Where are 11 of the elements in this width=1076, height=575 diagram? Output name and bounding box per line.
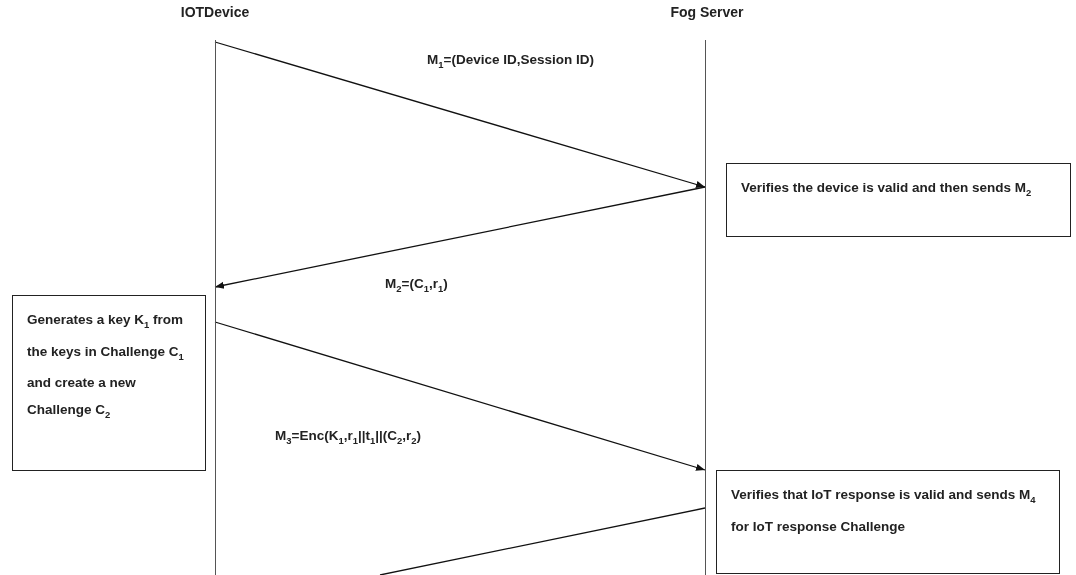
note-box: Verifies the device is valid and then sends M$_{2}$: [726, 163, 1071, 237]
note-box: Verifies that IoT response is valid and sends M$_{4}$ for IoT response Challenge: [716, 470, 1060, 574]
arrow: [214, 186, 706, 289]
participant-label: Fog Server: [669, 4, 745, 20]
participant-label: IOTDevice: [179, 4, 251, 20]
note-box: Generates a key K$_{1}$ from the keys in Challenge C$_{1}$ and create a new Challenge C$_{2}$: [12, 295, 206, 471]
arrow: [214, 41, 706, 188]
edge-label: M$_{3}$=Enc(K$_{1}$,r$_{1}$||t$_{1}$||(C$_{2}$,r$_{2}$): [273, 428, 424, 446]
edge-label: M$_{2}$=(C$_{1}$,r$_{1}$): [383, 276, 450, 294]
arrow: [214, 321, 706, 471]
edge-label: M$_{1}$=(Device ID,Session ID): [425, 52, 596, 70]
